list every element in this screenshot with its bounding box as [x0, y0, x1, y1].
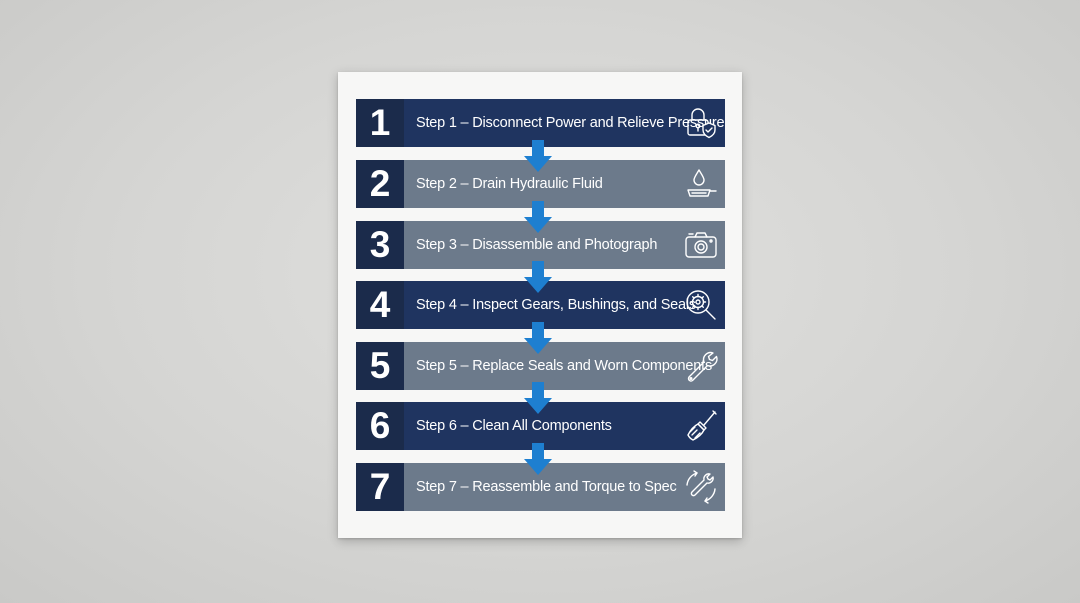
- lock-shield-icon: [683, 105, 719, 141]
- step-number: 5: [356, 342, 404, 390]
- procedure-sheet: 1 Step 1 – Disconnect Power and Relieve …: [338, 72, 742, 538]
- arrow-down-icon: [524, 261, 552, 293]
- step-number: 1: [356, 99, 404, 147]
- step-band: Step 3 – Disassemble and Photograph: [404, 221, 725, 269]
- step-7: 7 Step 7 – Reassemble and Torque to Spec: [356, 463, 725, 511]
- step-number: 4: [356, 281, 404, 329]
- step-band: Step 7 – Reassemble and Torque to Spec: [404, 463, 725, 511]
- camera-icon: [683, 227, 719, 263]
- step-band: Step 5 – Replace Seals and Worn Componen…: [404, 342, 725, 390]
- step-label: Step 7 – Reassemble and Torque to Spec: [416, 479, 677, 495]
- arrow-down-icon: [524, 140, 552, 172]
- arrow-down-icon: [524, 382, 552, 414]
- step-6: 6 Step 6 – Clean All Components: [356, 402, 725, 450]
- step-band: Step 1 – Disconnect Power and Relieve Pr…: [404, 99, 725, 147]
- step-2: 2 Step 2 – Drain Hydraulic Fluid: [356, 160, 725, 208]
- step-label: Step 1 – Disconnect Power and Relieve Pr…: [416, 115, 725, 131]
- drain-pan-icon: [683, 166, 719, 202]
- step-label: Step 4 – Inspect Gears, Bushings, and Se…: [416, 297, 696, 313]
- arrow-down-icon: [524, 201, 552, 233]
- step-4: 4 Step 4 – Inspect Gears, Bushings, and …: [356, 281, 725, 329]
- torque-wrench-icon: [683, 469, 719, 505]
- step-label: Step 2 – Drain Hydraulic Fluid: [416, 176, 603, 192]
- step-number: 2: [356, 160, 404, 208]
- step-3: 3 Step 3 – Disassemble and Photograph: [356, 221, 725, 269]
- wrench-icon: [683, 348, 719, 384]
- step-number: 6: [356, 402, 404, 450]
- step-5: 5 Step 5 – Replace Seals and Worn Compon…: [356, 342, 725, 390]
- magnifier-gear-icon: [683, 287, 719, 323]
- step-label: Step 5 – Replace Seals and Worn Componen…: [416, 358, 713, 374]
- step-number: 3: [356, 221, 404, 269]
- arrow-down-icon: [524, 322, 552, 354]
- step-band: Step 2 – Drain Hydraulic Fluid: [404, 160, 725, 208]
- step-band: Step 6 – Clean All Components: [404, 402, 725, 450]
- step-number: 7: [356, 463, 404, 511]
- step-1: 1 Step 1 – Disconnect Power and Relieve …: [356, 99, 725, 147]
- step-label: Step 6 – Clean All Components: [416, 418, 612, 434]
- arrow-down-icon: [524, 443, 552, 475]
- brush-icon: [683, 408, 719, 444]
- step-label: Step 3 – Disassemble and Photograph: [416, 237, 658, 253]
- step-band: Step 4 – Inspect Gears, Bushings, and Se…: [404, 281, 725, 329]
